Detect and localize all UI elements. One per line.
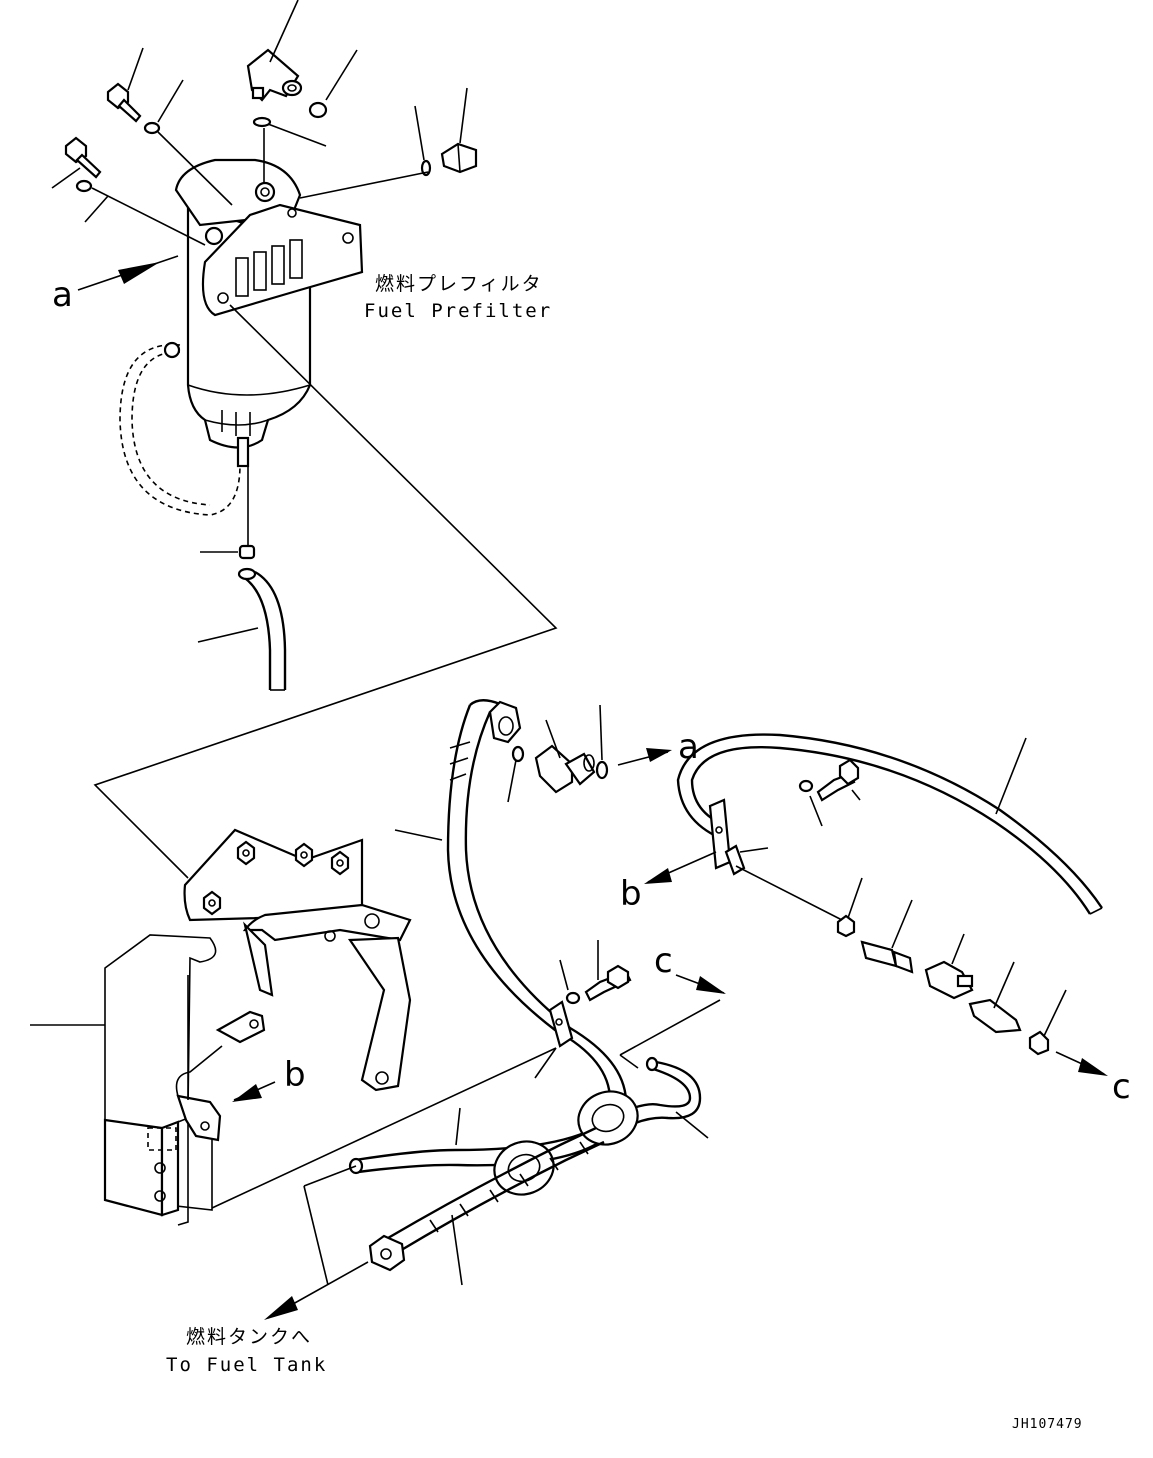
grommet-icon <box>577 1090 639 1146</box>
fuel-prefilter-assembly <box>119 158 364 691</box>
hose-clip-icon <box>708 798 746 876</box>
nut-icon <box>1028 1030 1050 1056</box>
reference-arrow-a-out <box>617 748 672 766</box>
hose-clamp-icon <box>548 1000 574 1048</box>
o-ring-icon <box>595 760 609 780</box>
washer-icon <box>565 991 581 1005</box>
ref-letter-a: a <box>678 727 699 767</box>
drawing-code: JH107479 <box>1012 1417 1083 1432</box>
hose-nut-icon <box>368 1234 406 1272</box>
prefilter-hardware <box>64 48 478 193</box>
elbow-fitting-icon <box>246 48 303 102</box>
bolt-icon <box>106 82 142 123</box>
o-ring-icon <box>308 101 328 119</box>
washer-icon <box>75 179 93 193</box>
elbow-connector-group <box>507 704 609 803</box>
overflow-hose-assembly <box>676 733 1103 1056</box>
nut-icon <box>236 840 256 866</box>
o-ring-icon <box>252 116 272 128</box>
ref-letter-c: c <box>654 941 673 981</box>
ref-letter-a: a <box>52 275 73 315</box>
o-ring-icon <box>420 159 432 177</box>
leader-lines-top <box>51 0 558 879</box>
nut-icon <box>836 914 856 938</box>
bolt-icon <box>584 964 632 1002</box>
hose-nut-icon <box>488 700 522 744</box>
washer-icon <box>798 779 814 793</box>
leader-lines-center <box>303 829 721 1286</box>
nut-icon <box>294 842 314 868</box>
reference-arrow-c-in <box>675 974 726 994</box>
nut-icon <box>330 850 350 876</box>
hose-clamp-icon <box>924 960 974 1000</box>
reference-arrow-c-out <box>1055 1051 1108 1076</box>
bolt-icon <box>64 136 102 179</box>
ref-letter-c: c <box>1112 1067 1131 1107</box>
ref-letter-b: b <box>620 874 642 914</box>
o-ring-icon <box>511 745 525 763</box>
elbow-fitting-icon <box>534 744 596 794</box>
washer-icon <box>143 121 161 135</box>
reference-arrow-b-out <box>644 851 717 884</box>
plug-icon <box>440 142 478 174</box>
fuel-tank-label-en: To Fuel Tank <box>166 1354 327 1376</box>
fuel-hose-assembly <box>348 699 702 1272</box>
fuel-prefilter-label-jp: 燃料プレフィルタ <box>375 273 543 295</box>
reference-arrow-b-in <box>232 1081 276 1102</box>
arrow-to-fuel-tank <box>264 1261 369 1320</box>
ref-letter-b: b <box>284 1055 306 1095</box>
bolt-icon <box>816 758 860 802</box>
leader-lines-lower-left <box>30 975 557 1209</box>
frame-plate <box>103 934 223 1226</box>
connector-pin-icon <box>860 940 914 974</box>
fuel-tank-label-jp: 燃料タンクへ <box>186 1326 312 1348</box>
nut-icon <box>202 890 222 916</box>
reference-arrow-a-in <box>77 255 179 291</box>
connector-pin-icon <box>968 998 1022 1034</box>
mounting-bracket <box>183 828 412 1092</box>
fuel-prefilter-label-en: Fuel Prefilter <box>364 300 552 322</box>
